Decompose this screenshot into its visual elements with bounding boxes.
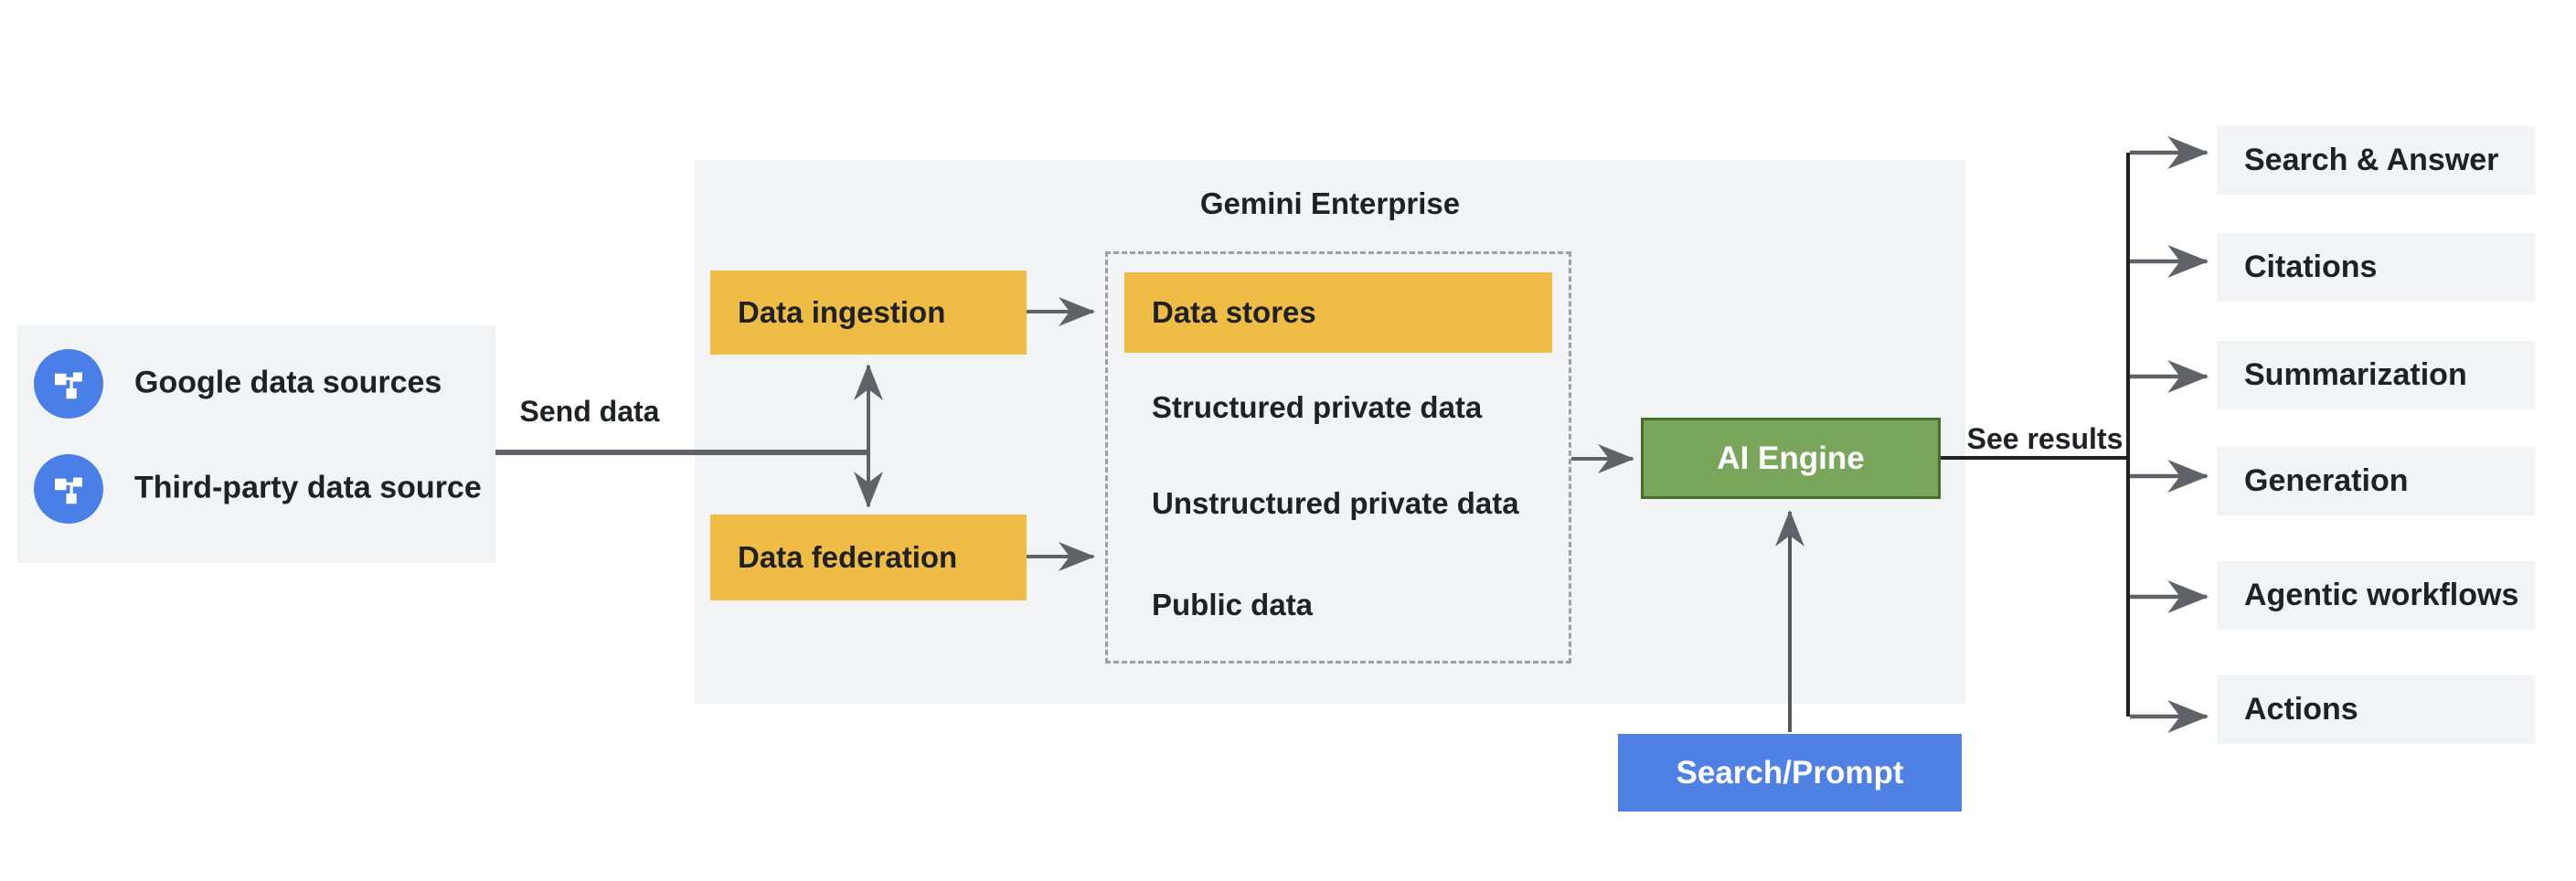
output-citations: Citations bbox=[2217, 233, 2535, 302]
data-stores-group bbox=[1105, 251, 1571, 663]
data-stores-box: Data stores bbox=[1124, 272, 1552, 353]
schema-icon-glyph bbox=[55, 372, 82, 399]
data-ingestion-label: Data ingestion bbox=[738, 295, 946, 329]
source-label-google: Google data sources bbox=[134, 365, 442, 400]
output-generation: Generation bbox=[2217, 447, 2535, 515]
output-actions: Actions bbox=[2217, 675, 2535, 744]
output-summarization: Summarization bbox=[2217, 341, 2535, 409]
output-agentic-workflows: Agentic workflows bbox=[2217, 561, 2535, 630]
row-structured-private-data: Structured private data bbox=[1152, 390, 1483, 425]
ai-engine-box: AI Engine bbox=[1641, 418, 1941, 499]
schema-icon-glyph bbox=[55, 477, 82, 504]
row-public-data: Public data bbox=[1152, 588, 1314, 622]
output-label: Search & Answer bbox=[2244, 143, 2499, 177]
search-prompt-label: Search/Prompt bbox=[1676, 754, 1904, 791]
data-federation-box: Data federation bbox=[710, 515, 1027, 600]
data-federation-label: Data federation bbox=[738, 540, 958, 574]
data-ingestion-box: Data ingestion bbox=[710, 271, 1027, 355]
data-sources-panel: Google data sources Third-party data sou… bbox=[17, 325, 495, 563]
data-stores-label: Data stores bbox=[1152, 295, 1316, 329]
output-label: Generation bbox=[2244, 463, 2409, 498]
schema-icon bbox=[34, 349, 103, 419]
output-label: Actions bbox=[2244, 692, 2358, 727]
row-unstructured-private-data: Unstructured private data bbox=[1152, 486, 1519, 521]
output-search-answer: Search & Answer bbox=[2217, 126, 2535, 195]
gemini-enterprise-title: Gemini Enterprise bbox=[1199, 186, 1461, 220]
search-prompt-box: Search/Prompt bbox=[1618, 734, 1962, 812]
output-label: Summarization bbox=[2244, 357, 2467, 392]
output-label: Citations bbox=[2244, 249, 2378, 284]
output-label: Agentic workflows bbox=[2244, 578, 2519, 612]
schema-icon bbox=[34, 454, 103, 524]
see-results-label: See results bbox=[1966, 422, 2124, 455]
ai-engine-label: AI Engine bbox=[1717, 440, 1865, 476]
source-label-third-party: Third-party data source bbox=[134, 470, 482, 505]
send-data-label: Send data bbox=[519, 395, 660, 428]
